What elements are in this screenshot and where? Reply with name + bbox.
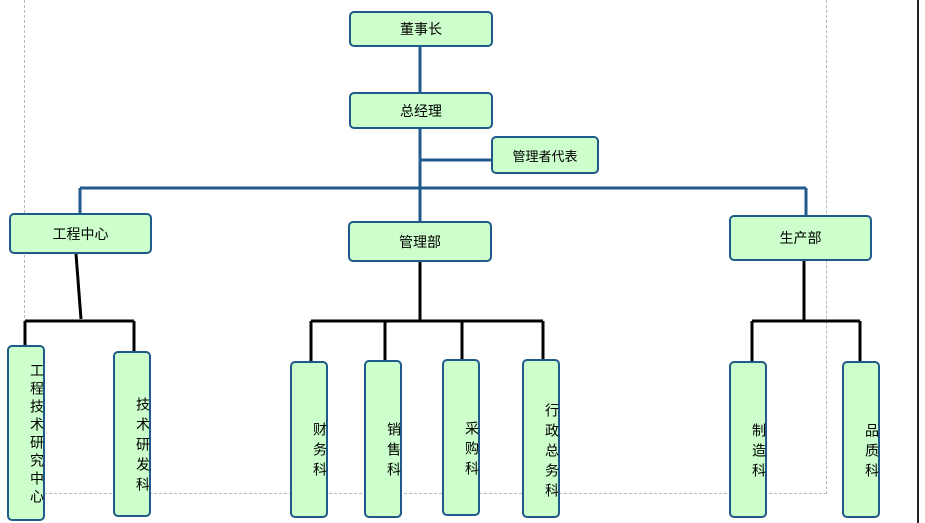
node-finance-section: 财务科 [290, 361, 328, 518]
node-admin-affairs-section: 行政总务科 [522, 359, 560, 518]
node-quality-section: 品质科 [842, 361, 880, 518]
node-general-manager: 总经理 [349, 92, 493, 129]
node-label: 生产部 [779, 231, 822, 247]
node-label: 财务科 [311, 421, 327, 482]
node-chairman: 董事长 [349, 11, 493, 47]
node-label: 工程中心 [52, 226, 109, 243]
node-sales-section: 销售科 [364, 360, 402, 518]
node-tech-rd-section: 技术研发科 [113, 351, 151, 517]
window-edge [917, 0, 919, 523]
node-label: 总经理 [400, 103, 442, 120]
node-management-representative: 管理者代表 [491, 136, 599, 174]
node-label: 制造科 [750, 422, 766, 483]
node-purchasing-section: 采购科 [442, 359, 480, 516]
node-label: 管理者代表 [512, 149, 578, 165]
node-label: 管理部 [399, 234, 441, 251]
node-production-dept: 生产部 [729, 215, 872, 261]
node-label: 工程技术研究中心 [28, 363, 44, 507]
node-management-dept: 管理部 [348, 221, 492, 262]
node-engineering-center: 工程中心 [9, 213, 152, 254]
node-label: 董事长 [400, 22, 442, 38]
node-label: 品质科 [863, 422, 879, 483]
node-label: 销售科 [385, 422, 401, 482]
node-eng-tech-research-center: 工程技术研究中心 [7, 345, 45, 521]
node-label: 行政总务科 [543, 402, 559, 503]
node-label: 技术研发科 [134, 397, 150, 497]
node-manufacturing-section: 制造科 [729, 361, 767, 518]
line-eng-center-down [74, 253, 83, 320]
node-label: 采购科 [463, 420, 479, 481]
